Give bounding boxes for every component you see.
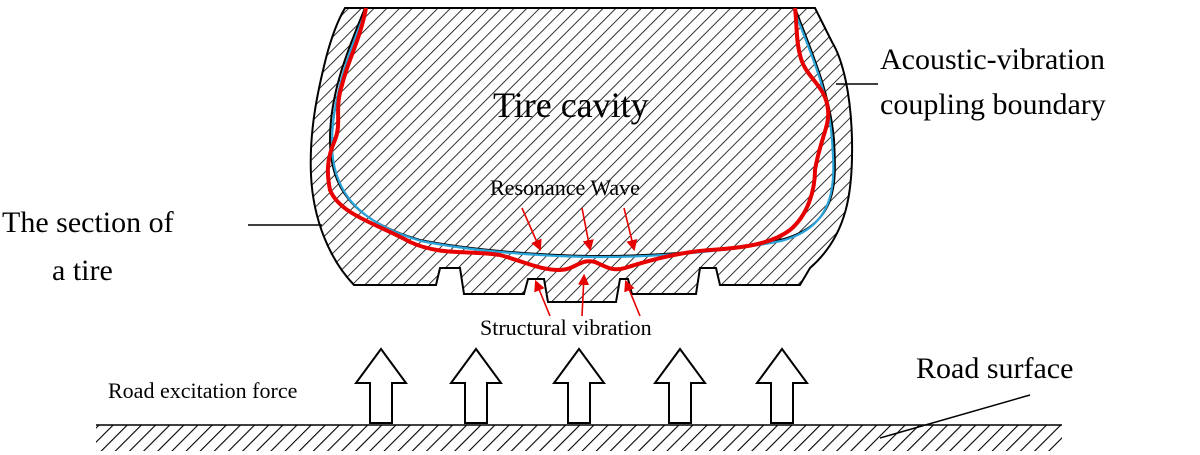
- structural-vibration-label: Structural vibration: [480, 315, 652, 340]
- resonance-arrow-2: [581, 207, 594, 252]
- coupling-boundary-line: [330, 9, 835, 259]
- vibration-arrow-3: [624, 279, 641, 317]
- section-label-line1: The section of: [2, 206, 174, 239]
- excitation-arrow-2: [449, 347, 503, 424]
- resonance-arrow-1: [521, 207, 542, 252]
- vibration-arrow-2: [577, 273, 590, 317]
- section-label-line2: a tire: [52, 254, 113, 287]
- resonance-wave-line: [325, 7, 831, 272]
- excitation-arrow-1: [354, 347, 408, 424]
- excitation-arrow-3: [552, 347, 606, 424]
- road-surface: [96, 425, 1062, 451]
- coupling-boundary-label-line2: coupling boundary: [880, 88, 1106, 121]
- vibration-arrow-1: [534, 279, 551, 317]
- road-excitation-label: Road excitation force: [108, 378, 297, 403]
- road-excitation-arrows: [354, 347, 809, 424]
- resonance-wave-label: Resonance Wave: [490, 175, 640, 200]
- resonance-arrow-3: [623, 207, 638, 252]
- excitation-arrow-5: [755, 347, 809, 424]
- tire-section: [309, 7, 854, 303]
- excitation-arrow-4: [653, 347, 707, 424]
- coupling-boundary-label-line1: Acoustic-vibration: [880, 43, 1105, 76]
- tire-cavity-label: Tire cavity: [493, 85, 649, 125]
- road-surface-label: Road surface: [916, 352, 1073, 385]
